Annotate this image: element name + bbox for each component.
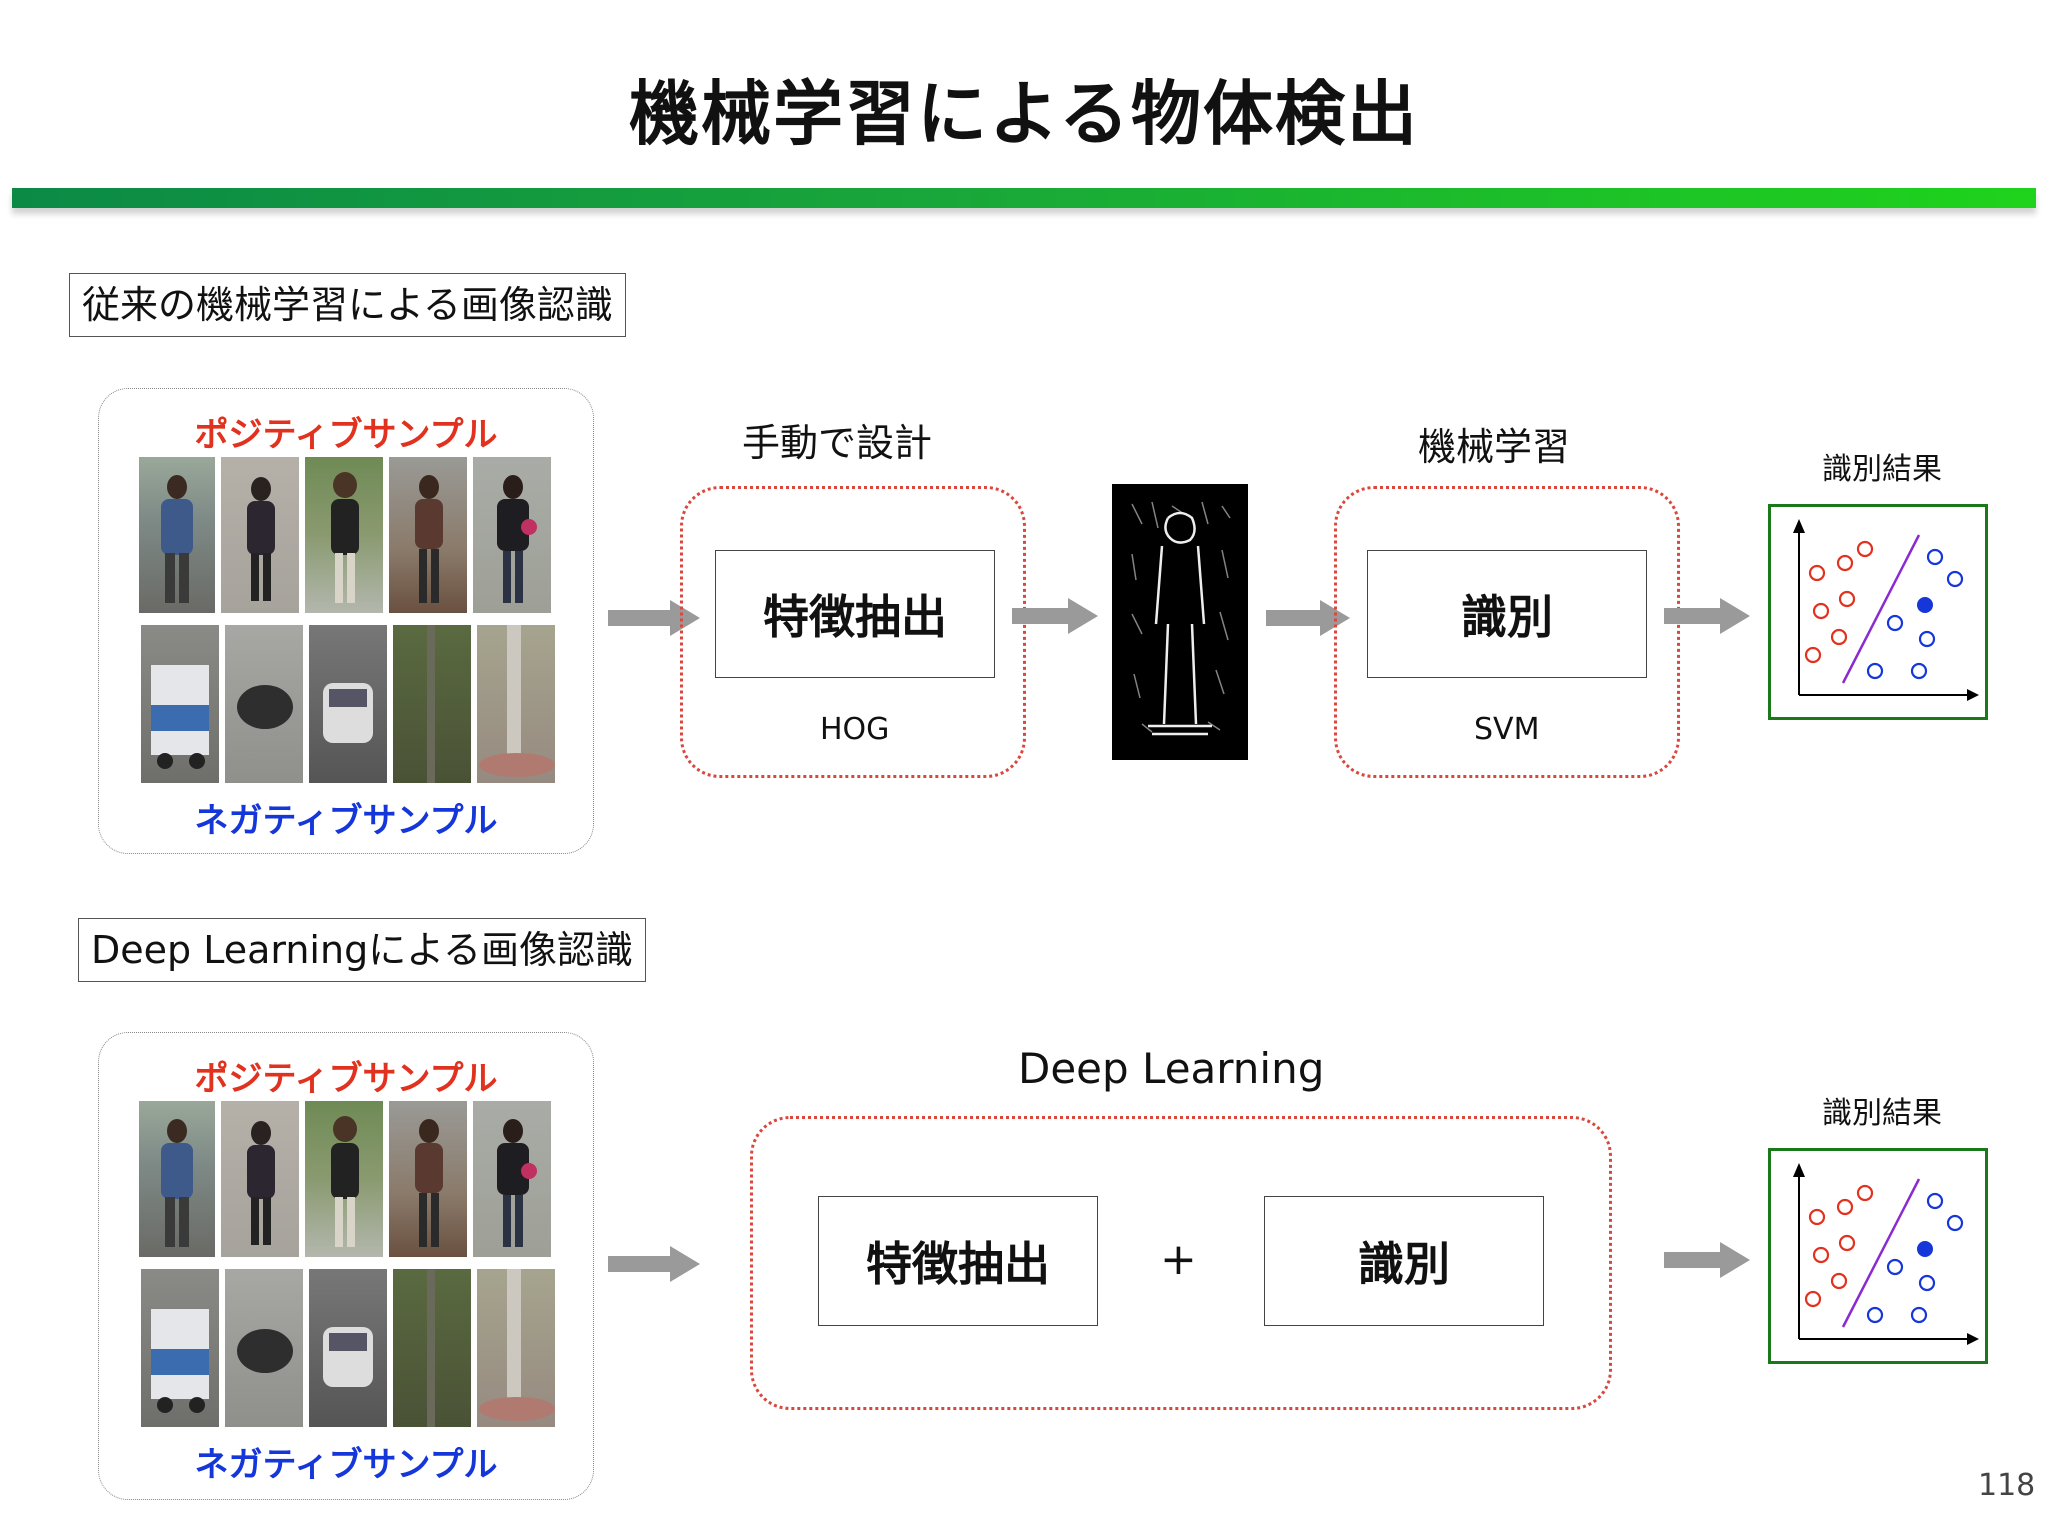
deep-learning-group (750, 1116, 1612, 1410)
traditional-sample-panel: ポジティブサンプル ネガティブサンプル (98, 388, 594, 854)
negative-sample-image (141, 625, 219, 783)
positive-sample-image (221, 457, 299, 613)
manual-design-label: 手動で設計 (742, 421, 933, 465)
deep-learning-section-label: Deep Learningによる画像認識 (78, 918, 647, 982)
feature-extraction-box: 特徴抽出 (715, 550, 995, 678)
positive-sample-image (389, 457, 467, 613)
result-label: 識別結果 (1822, 1096, 1942, 1131)
result-label: 識別結果 (1822, 452, 1942, 487)
feature-extraction-box: 特徴抽出 (818, 1196, 1098, 1326)
positive-sample-image (389, 1101, 467, 1257)
positive-sample-image (139, 457, 215, 613)
slide-title: 機械学習による物体検出 (629, 73, 1419, 155)
negative-sample-image (477, 1269, 555, 1427)
page-number: 118 (1978, 1468, 2036, 1503)
plus-sign: + (1160, 1234, 1197, 1285)
classification-box: 識別 (1367, 550, 1647, 678)
title-underline-bar (12, 188, 2036, 208)
arrow-icon (1012, 598, 1098, 634)
positive-sample-image (473, 1101, 551, 1257)
negative-sample-label: ネガティブサンプル (194, 801, 498, 841)
arrow-icon (608, 600, 700, 636)
positive-sample-image (305, 457, 383, 613)
classification-box: 識別 (1264, 1196, 1544, 1326)
negative-sample-image (225, 625, 303, 783)
positive-sample-image (305, 1101, 383, 1257)
svm-label: SVM (1474, 712, 1540, 747)
hog-label: HOG (820, 712, 890, 747)
positive-sample-label: ポジティブサンプル (194, 1059, 498, 1099)
arrow-icon (608, 1246, 700, 1282)
hog-feature-image (1112, 484, 1248, 760)
negative-sample-image (141, 1269, 219, 1427)
positive-sample-image (139, 1101, 215, 1257)
machine-learning-label: 機械学習 (1418, 425, 1571, 469)
negative-sample-image (477, 625, 555, 783)
classification-result-plot (1768, 1148, 1988, 1364)
deep-learning-label: Deep Learning (1018, 1044, 1325, 1093)
arrow-icon (1664, 1242, 1750, 1278)
classification-group (1334, 486, 1680, 778)
arrow-icon (1664, 598, 1750, 634)
positive-sample-label: ポジティブサンプル (194, 415, 498, 455)
negative-sample-label: ネガティブサンプル (194, 1445, 498, 1485)
negative-sample-image (309, 1269, 387, 1427)
negative-sample-image (393, 625, 471, 783)
negative-sample-image (225, 1269, 303, 1427)
negative-sample-image (309, 625, 387, 783)
traditional-section-label: 従来の機械学習による画像認識 (69, 273, 626, 337)
positive-sample-image (473, 457, 551, 613)
classification-result-plot (1768, 504, 1988, 720)
deep-sample-panel: ポジティブサンプル ネガティブサンプル (98, 1032, 594, 1500)
feature-extraction-group (680, 486, 1026, 778)
positive-sample-image (221, 1101, 299, 1257)
negative-sample-image (393, 1269, 471, 1427)
